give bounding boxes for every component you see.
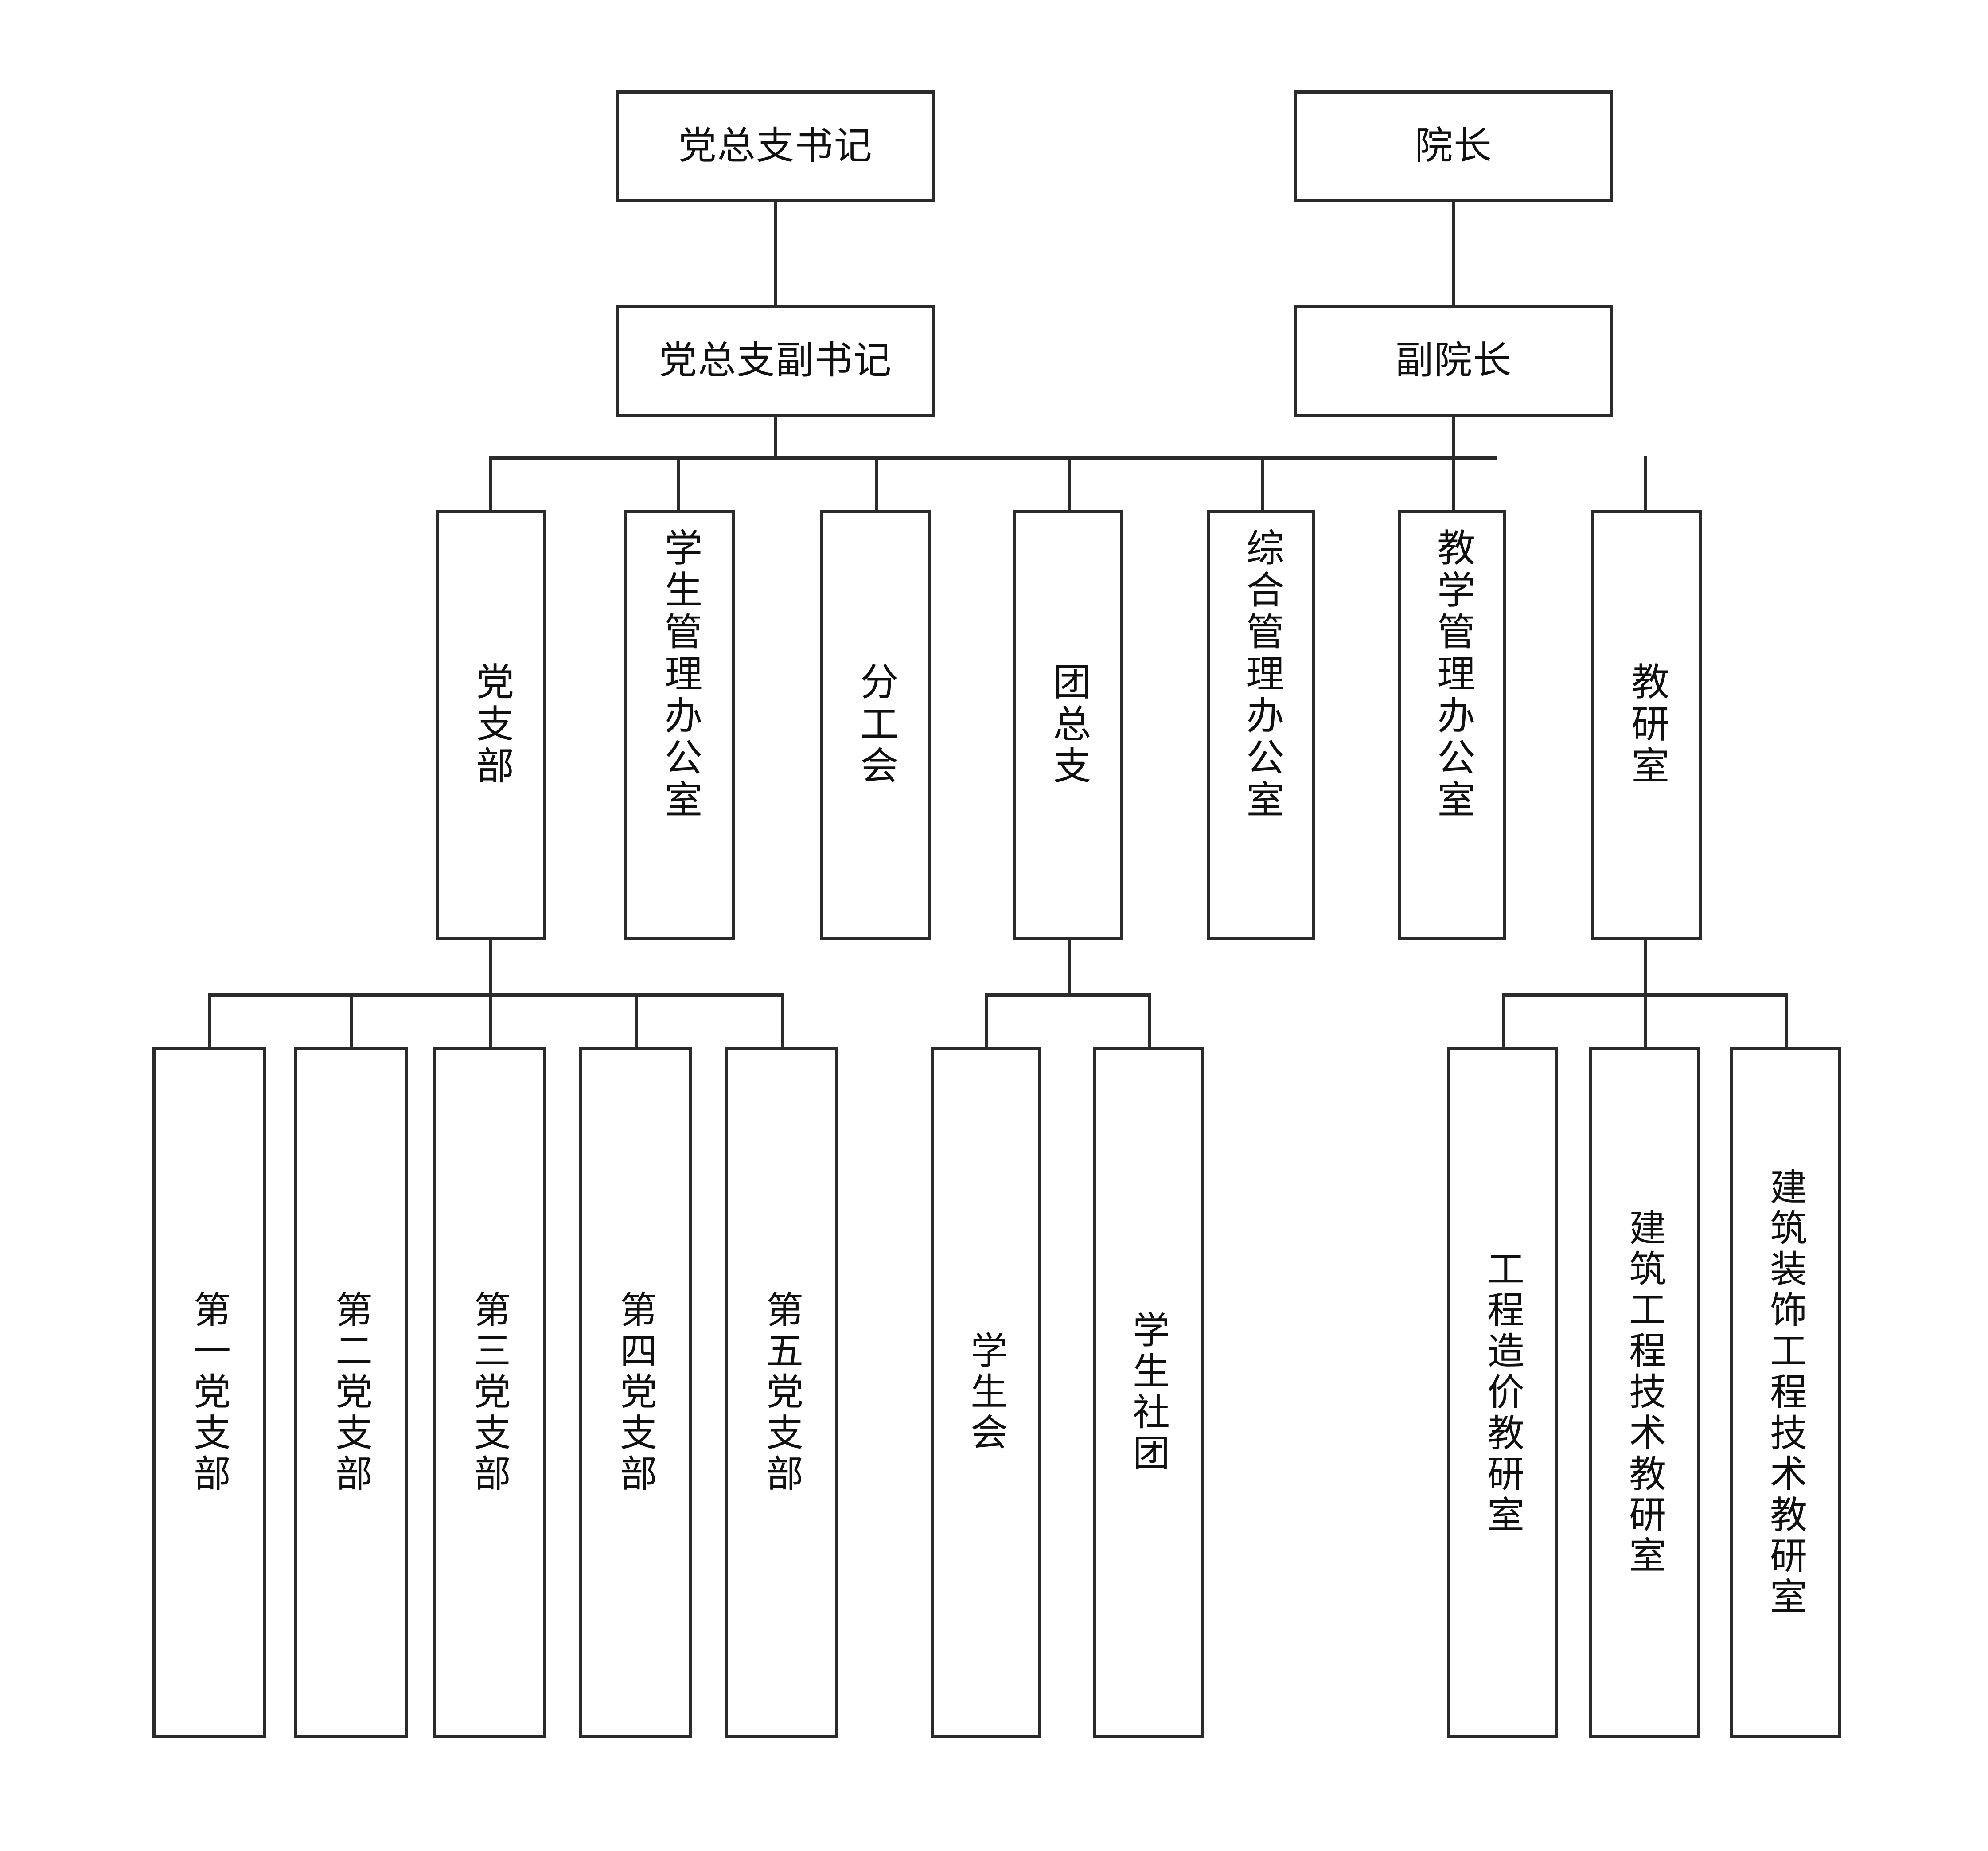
node-party-branch-1[interactable]: 第一党支部	[152, 1047, 266, 1738]
node-label: 工程造价教研室	[1482, 1249, 1524, 1536]
connector-party-branch-drop	[489, 940, 492, 996]
node-dean[interactable]: 院长	[1294, 90, 1613, 202]
node-label: 第五党支部	[761, 1290, 803, 1495]
connector-bus-level3	[489, 456, 1497, 460]
connector-drop-decoration-engineering	[1785, 993, 1788, 1050]
node-cost-engineering-office[interactable]: 工程造价教研室	[1447, 1047, 1558, 1738]
connector-drop-cost-engineering	[1502, 993, 1505, 1050]
connector-drop-party-branch	[489, 456, 492, 511]
node-decoration-engineering-office[interactable]: 建筑装饰工程技术教研室	[1730, 1047, 1841, 1738]
node-party-branch-4[interactable]: 第四党支部	[579, 1047, 692, 1738]
connector-party-secretary-to-deputy	[774, 202, 777, 305]
node-party-branch-3[interactable]: 第三党支部	[433, 1047, 546, 1738]
connector-teaching-research-drop	[1644, 940, 1647, 996]
node-label: 第三党支部	[468, 1290, 511, 1495]
node-label: 学生社团	[1127, 1311, 1169, 1475]
node-label: 综合管理办公室	[1240, 528, 1283, 822]
node-party-branch-2[interactable]: 第二党支部	[294, 1047, 408, 1738]
node-party-branch-5[interactable]: 第五党支部	[725, 1047, 838, 1738]
connector-drop-party-branch-2	[350, 993, 353, 1050]
node-building-engineering-office[interactable]: 建筑工程技术教研室	[1589, 1047, 1700, 1738]
node-party-secretary[interactable]: 党总支书记	[616, 90, 935, 202]
node-general-admin-office[interactable]: 综合管理办公室	[1207, 510, 1315, 940]
node-teaching-admin-office[interactable]: 教学管理办公室	[1398, 510, 1506, 940]
connector-drop-party-branch-5	[781, 993, 784, 1050]
node-label: 分工会	[854, 662, 897, 788]
node-label: 副院长	[1395, 339, 1512, 382]
connector-drop-building-engineering	[1644, 993, 1647, 1050]
node-label: 教研室	[1625, 662, 1668, 788]
node-youth-league-branch[interactable]: 团总支	[1013, 510, 1123, 940]
node-student-clubs[interactable]: 学生社团	[1093, 1047, 1204, 1738]
connector-bus-party-branches	[208, 993, 784, 997]
connector-drop-teaching-admin-office	[1452, 456, 1455, 511]
node-student-union[interactable]: 学生会	[931, 1047, 1041, 1738]
connector-drop-party-branch-3	[489, 993, 492, 1050]
connector-drop-student-affairs-office	[677, 456, 680, 511]
connector-drop-youth-league-branch	[1068, 456, 1071, 511]
node-party-deputy-secretary[interactable]: 党总支副书记	[616, 305, 935, 417]
node-student-affairs-office[interactable]: 学生管理办公室	[624, 510, 735, 940]
connector-drop-branch-union	[875, 456, 878, 511]
connector-drop-student-union	[985, 993, 988, 1050]
connector-dean-to-vice-dean	[1452, 202, 1455, 305]
connector-drop-party-branch-1	[208, 993, 211, 1050]
connector-vice-dean-drop	[1452, 417, 1455, 459]
node-branch-union[interactable]: 分工会	[820, 510, 931, 940]
connector-deputy-drop	[774, 417, 777, 459]
node-vice-dean[interactable]: 副院长	[1294, 305, 1613, 417]
node-label: 党总支书记	[678, 125, 873, 168]
node-label: 第四党支部	[615, 1290, 657, 1495]
node-label: 建筑工程技术教研室	[1624, 1208, 1666, 1577]
connector-youth-league-drop	[1068, 940, 1071, 996]
node-label: 建筑装饰工程技术教研室	[1765, 1167, 1807, 1618]
node-label: 党总支副书记	[659, 339, 893, 382]
node-label: 党支部	[470, 662, 513, 788]
node-label: 学生管理办公室	[658, 528, 701, 822]
node-label: 教学管理办公室	[1431, 528, 1474, 822]
node-label: 学生会	[965, 1331, 1007, 1454]
connector-drop-general-admin-office	[1261, 456, 1264, 511]
node-party-branch[interactable]: 党支部	[436, 510, 546, 940]
node-label: 团总支	[1047, 662, 1090, 788]
connector-bus-youth-league	[985, 993, 1151, 997]
connector-drop-teaching-research-office	[1644, 456, 1647, 511]
node-label: 第二党支部	[330, 1290, 372, 1495]
node-label: 院长	[1415, 125, 1493, 168]
node-label: 第一党支部	[188, 1290, 230, 1495]
connector-drop-student-clubs	[1148, 993, 1151, 1050]
node-teaching-research-office[interactable]: 教研室	[1591, 510, 1702, 940]
connector-drop-party-branch-4	[635, 993, 638, 1050]
